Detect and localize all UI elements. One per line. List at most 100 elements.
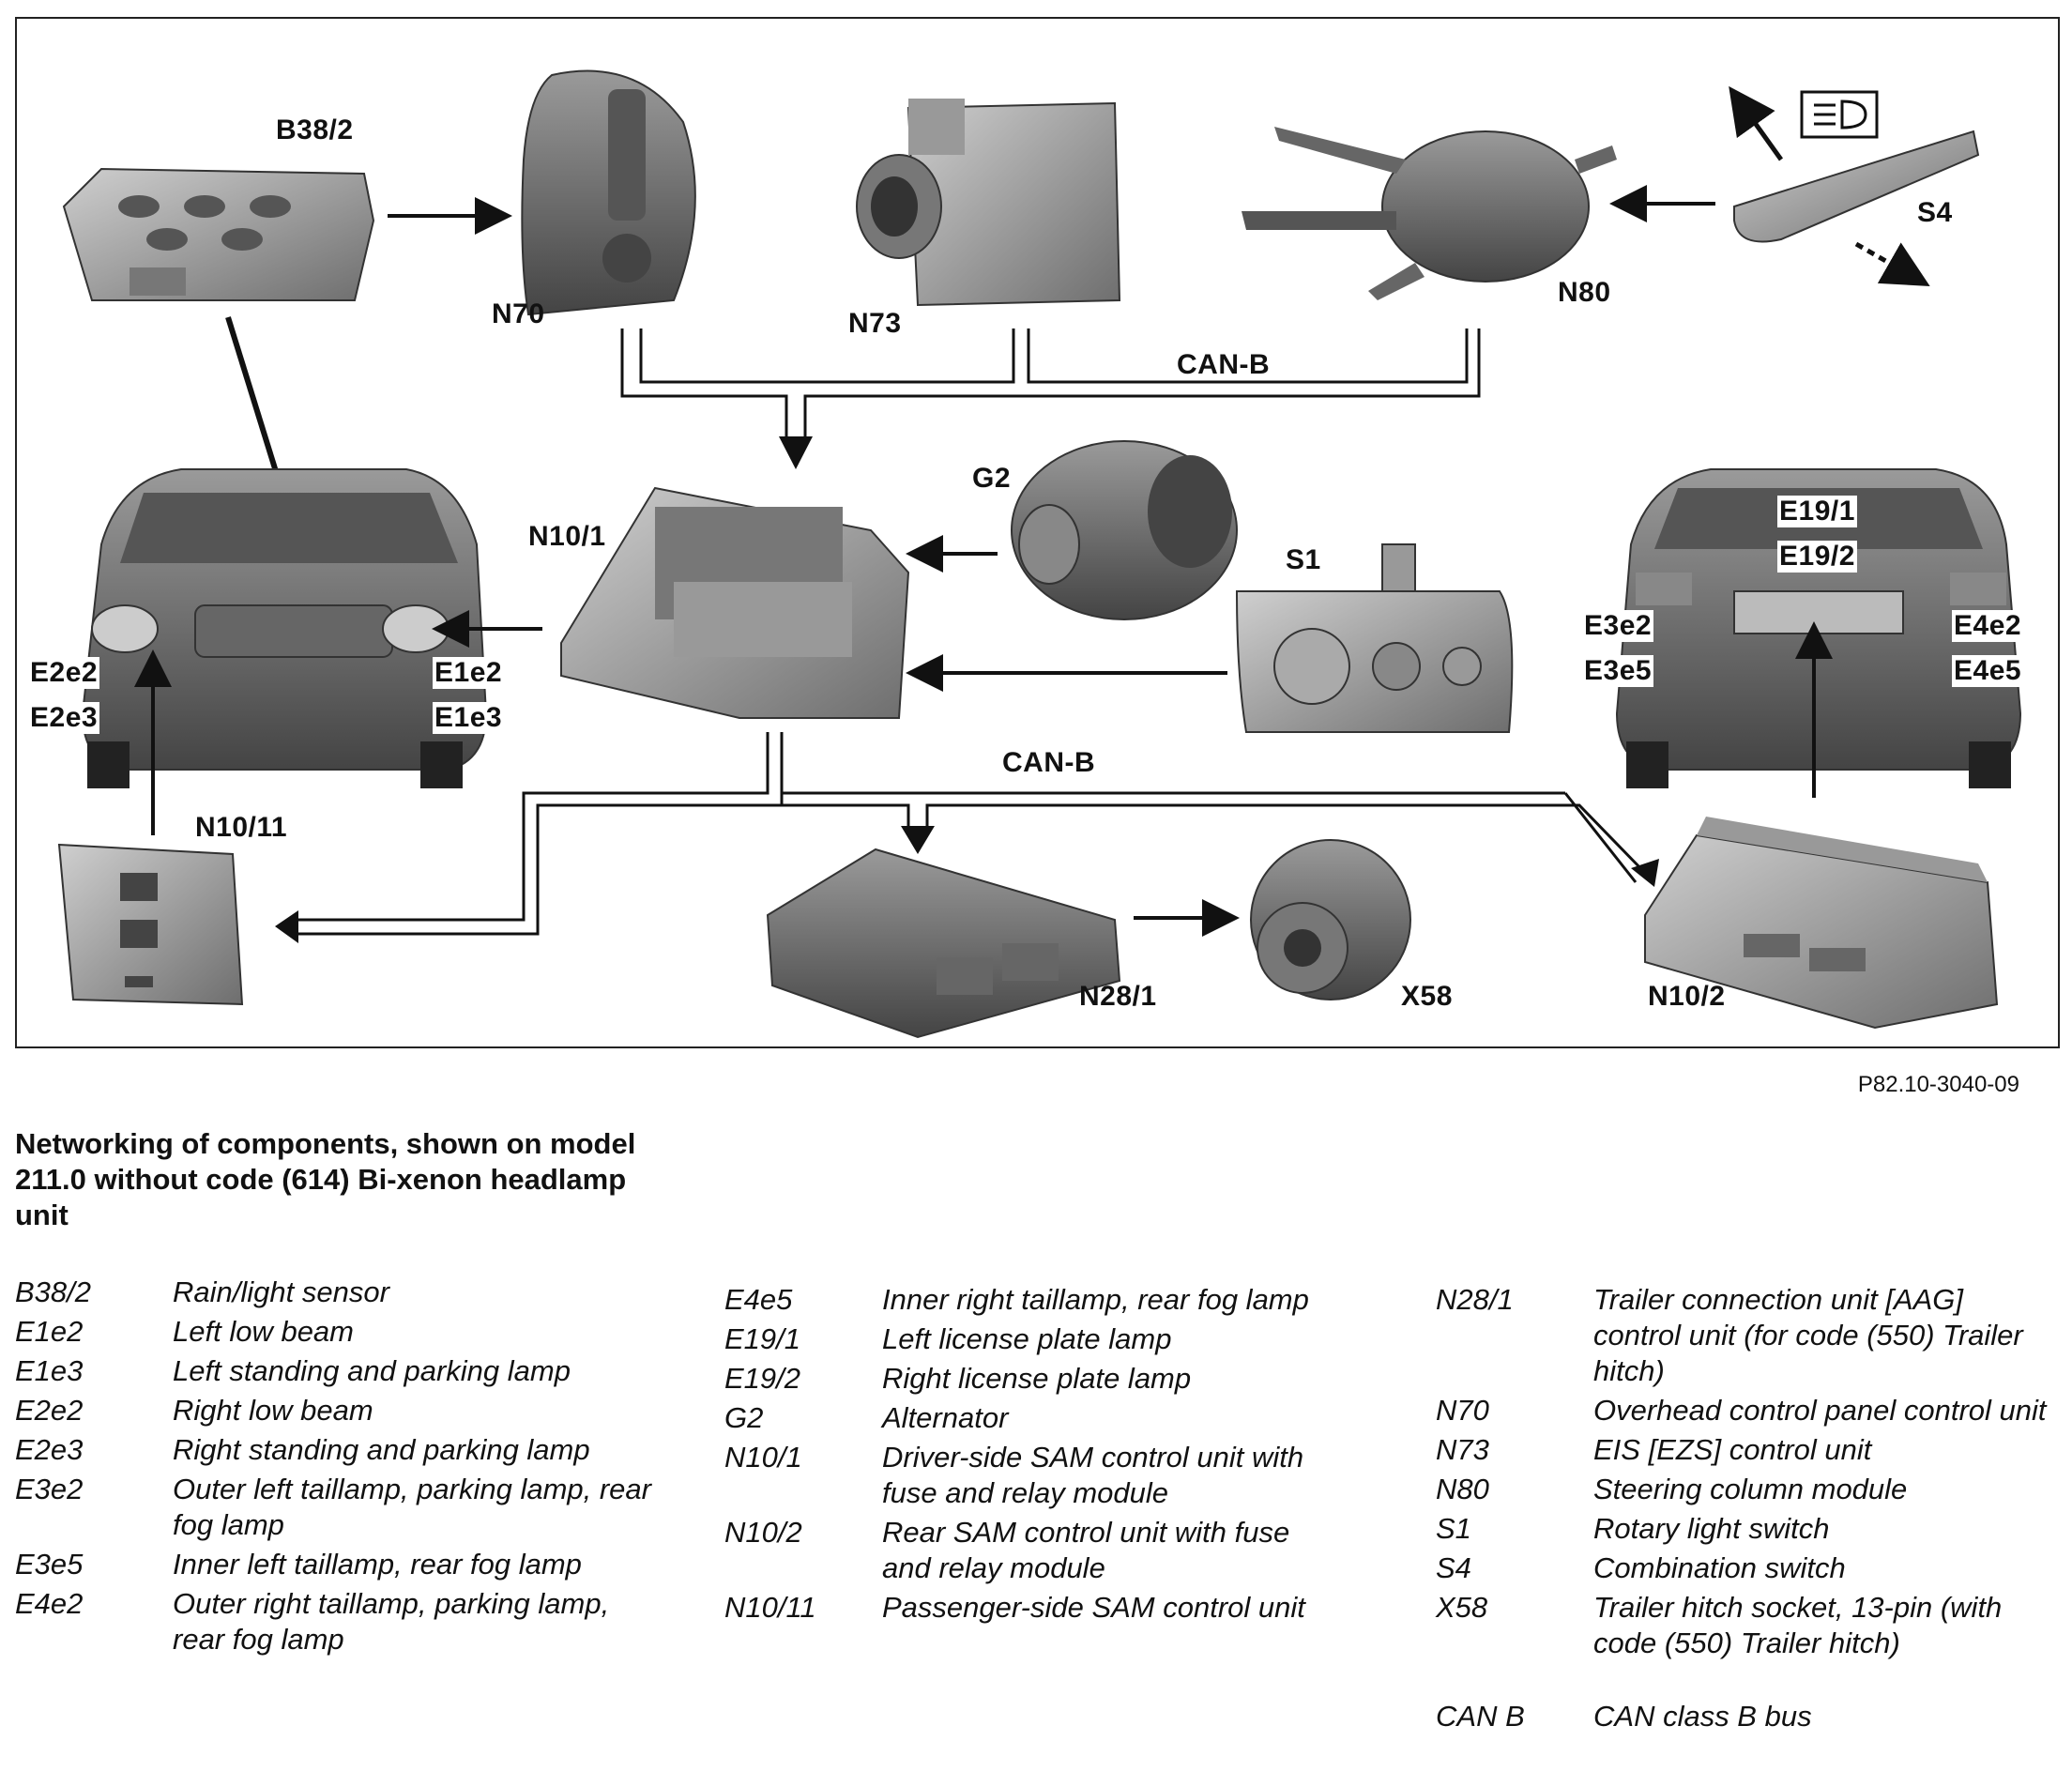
overhead-control-panel-image [521,69,696,316]
legend-row: S1 Rotary light switch [1436,1511,2055,1547]
legend-code: S1 [1436,1512,1471,1545]
legend-description: Driver-side SAM control unit with fuse a… [882,1441,1304,1509]
legend-code: N10/2 [724,1516,802,1549]
steering-column-module-image [1242,127,1617,300]
legend-row: E4e2 Outer right taillamp, parking lamp, … [15,1586,653,1657]
legend-code: E19/2 [724,1362,801,1395]
legend-description: Trailer hitch socket, 13-pin (with code … [1593,1591,2003,1659]
label-n28-1: N28/1 [1079,981,1157,1012]
label-x58: X58 [1401,981,1453,1012]
legend-row: E3e2 Outer left taillamp, parking lamp, r… [15,1472,653,1543]
label-n10-2: N10/2 [1648,981,1726,1012]
legend-code: E4e2 [15,1587,84,1620]
legend-description: Right standing and parking lamp [173,1433,590,1466]
figure-reference: P82.10-3040-09 [1857,1072,2019,1097]
legend-code: N73 [1436,1433,1489,1466]
legend-code: E2e2 [15,1394,84,1427]
diagram-graphics [57,69,2022,1039]
label-n80: N80 [1558,277,1611,308]
legend-code: E1e2 [15,1315,84,1348]
networking-diagram: B38/2 N70 N73 N80 S4 CAN-B G2 N10/1 S1 E… [15,17,2060,1048]
label-can-b-bottom: CAN-B [1002,747,1096,778]
label-e4e2: E4e2 [1952,610,2024,642]
legend-row: N28/1 Trailer connection unit [AAG] contr… [1436,1282,2055,1389]
label-g2: G2 [972,463,1012,494]
front-car-image [81,468,488,788]
label-s4: S4 [1917,197,1953,228]
legend-code: N28/1 [1436,1283,1514,1316]
legend-description: Right low beam [173,1394,373,1427]
legend-code: N80 [1436,1473,1489,1505]
trailer-connection-unit-image [766,848,1121,1039]
rotary-light-switch-image [1235,543,1514,733]
legend-code: E19/1 [724,1322,801,1355]
legend-code: E4e5 [724,1283,793,1316]
legend-description: Trailer connection unit [AAG] control un… [1593,1283,2023,1387]
label-e19-1: E19/1 [1777,496,1857,527]
legend-description: Rear SAM control unit with fuse and rela… [882,1516,1290,1584]
label-e1e3: E1e3 [433,702,505,734]
combination-switch-image [1733,90,1980,243]
legend-row: E1e2 Left low beam [15,1314,653,1350]
legend-row: E4e5 Inner right taillamp, rear fog lamp [724,1282,1344,1318]
figure-caption: Networking of components, shown on model… [15,1127,636,1231]
legend-row: E2e2 Right low beam [15,1393,653,1428]
legend-code: N10/11 [724,1591,816,1624]
legend-row: E2e3 Right standing and parking lamp [15,1432,653,1468]
legend-code: S4 [1436,1551,1471,1584]
legend-column-3: N28/1 Trailer connection unit [AAG] contr… [1436,1282,2055,1738]
label-e3e2: E3e2 [1582,610,1654,642]
label-e4e5: E4e5 [1952,655,2024,687]
legend-description: Combination switch [1593,1551,1846,1584]
legend-description: Passenger-side SAM control unit [882,1591,1305,1624]
label-e1e2: E1e2 [433,657,505,689]
legend-description: Rotary light switch [1593,1512,1830,1545]
label-e2e2: E2e2 [28,657,100,689]
legend-description: Left low beam [173,1315,354,1348]
legend-description: EIS [EZS] control unit [1593,1433,1872,1466]
legend-description: Left license plate lamp [882,1322,1172,1355]
legend-description: Outer left taillamp, parking lamp, rear … [173,1473,651,1541]
legend-code: E3e2 [15,1473,84,1505]
label-n10-1: N10/1 [528,521,606,552]
legend-description: Inner left taillamp, rear fog lamp [173,1548,582,1581]
label-e2e3: E2e3 [28,702,100,734]
legend-row: E19/2 Right license plate lamp [724,1361,1344,1397]
label-can-b-top: CAN-B [1177,349,1271,380]
legend-code: CAN B [1436,1700,1525,1733]
label-b38-2: B38/2 [276,115,354,145]
legend-row: N10/11 Passenger-side SAM control unit [724,1590,1344,1626]
legend-code: N10/1 [724,1441,802,1474]
label-n73: N73 [848,308,902,339]
label-n10-11: N10/11 [195,812,288,843]
legend-row: N73 EIS [EZS] control unit [1436,1432,2055,1468]
legend-code: B38/2 [15,1275,92,1308]
legend-description: Alternator [882,1401,1009,1434]
legend-row: E19/1 Left license plate lamp [724,1321,1344,1357]
legend-description: Inner right taillamp, rear fog lamp [882,1283,1309,1316]
trailer-hitch-socket-image [1250,839,1411,1000]
legend-code: E1e3 [15,1354,84,1387]
legend-code: E2e3 [15,1433,84,1466]
eis-control-unit-image [856,99,1121,307]
label-s1: S1 [1286,544,1321,575]
legend-row: N10/1 Driver-side SAM control unit with f… [724,1440,1344,1511]
alternator-image [1011,440,1238,620]
legend-description: Outer right taillamp, parking lamp, rear… [173,1587,610,1656]
legend-description: Right license plate lamp [882,1362,1192,1395]
rain-light-sensor-image [62,167,375,301]
driver-sam-control-unit-image [560,486,910,719]
legend-row: S4 Combination switch [1436,1550,2055,1586]
legend-description: Steering column module [1593,1473,1908,1505]
rear-sam-control-unit-image [1644,817,1999,1030]
label-n70: N70 [492,298,545,329]
legend-row: N10/2 Rear SAM control unit with fuse and… [724,1515,1344,1586]
